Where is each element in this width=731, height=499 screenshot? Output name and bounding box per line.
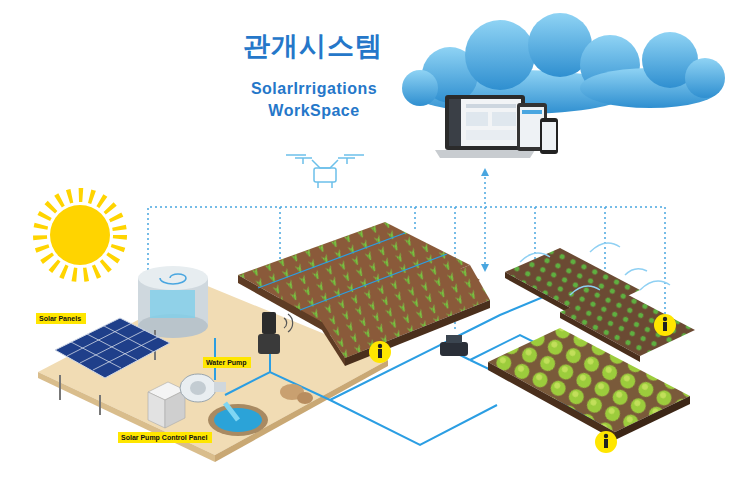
subtitle-label: SolarIrrigations WorkSpace [228,78,400,122]
rock [297,392,313,404]
tag-text: Water Pump [206,358,248,367]
valve [440,335,468,356]
water-pump [180,374,226,402]
arrowhead [481,168,489,272]
control-panel [148,382,185,428]
tag-text: Solar Panels [39,314,83,323]
sensor-device [258,312,293,354]
callout-tag: Solar Panels [36,313,86,324]
water-tank [138,266,208,338]
page-title: 관개시스템 [228,30,398,62]
callout-tag: Water Pump [203,357,251,368]
callout-tag: Solar Pump Control Panel [118,432,212,443]
drone [286,155,364,188]
well [208,403,268,436]
devices [435,95,558,158]
soil-sensor [369,314,676,453]
tag-text: Solar Pump Control Panel [121,433,209,442]
sun [40,195,120,275]
orchard [488,328,690,440]
crop-field [238,222,490,366]
